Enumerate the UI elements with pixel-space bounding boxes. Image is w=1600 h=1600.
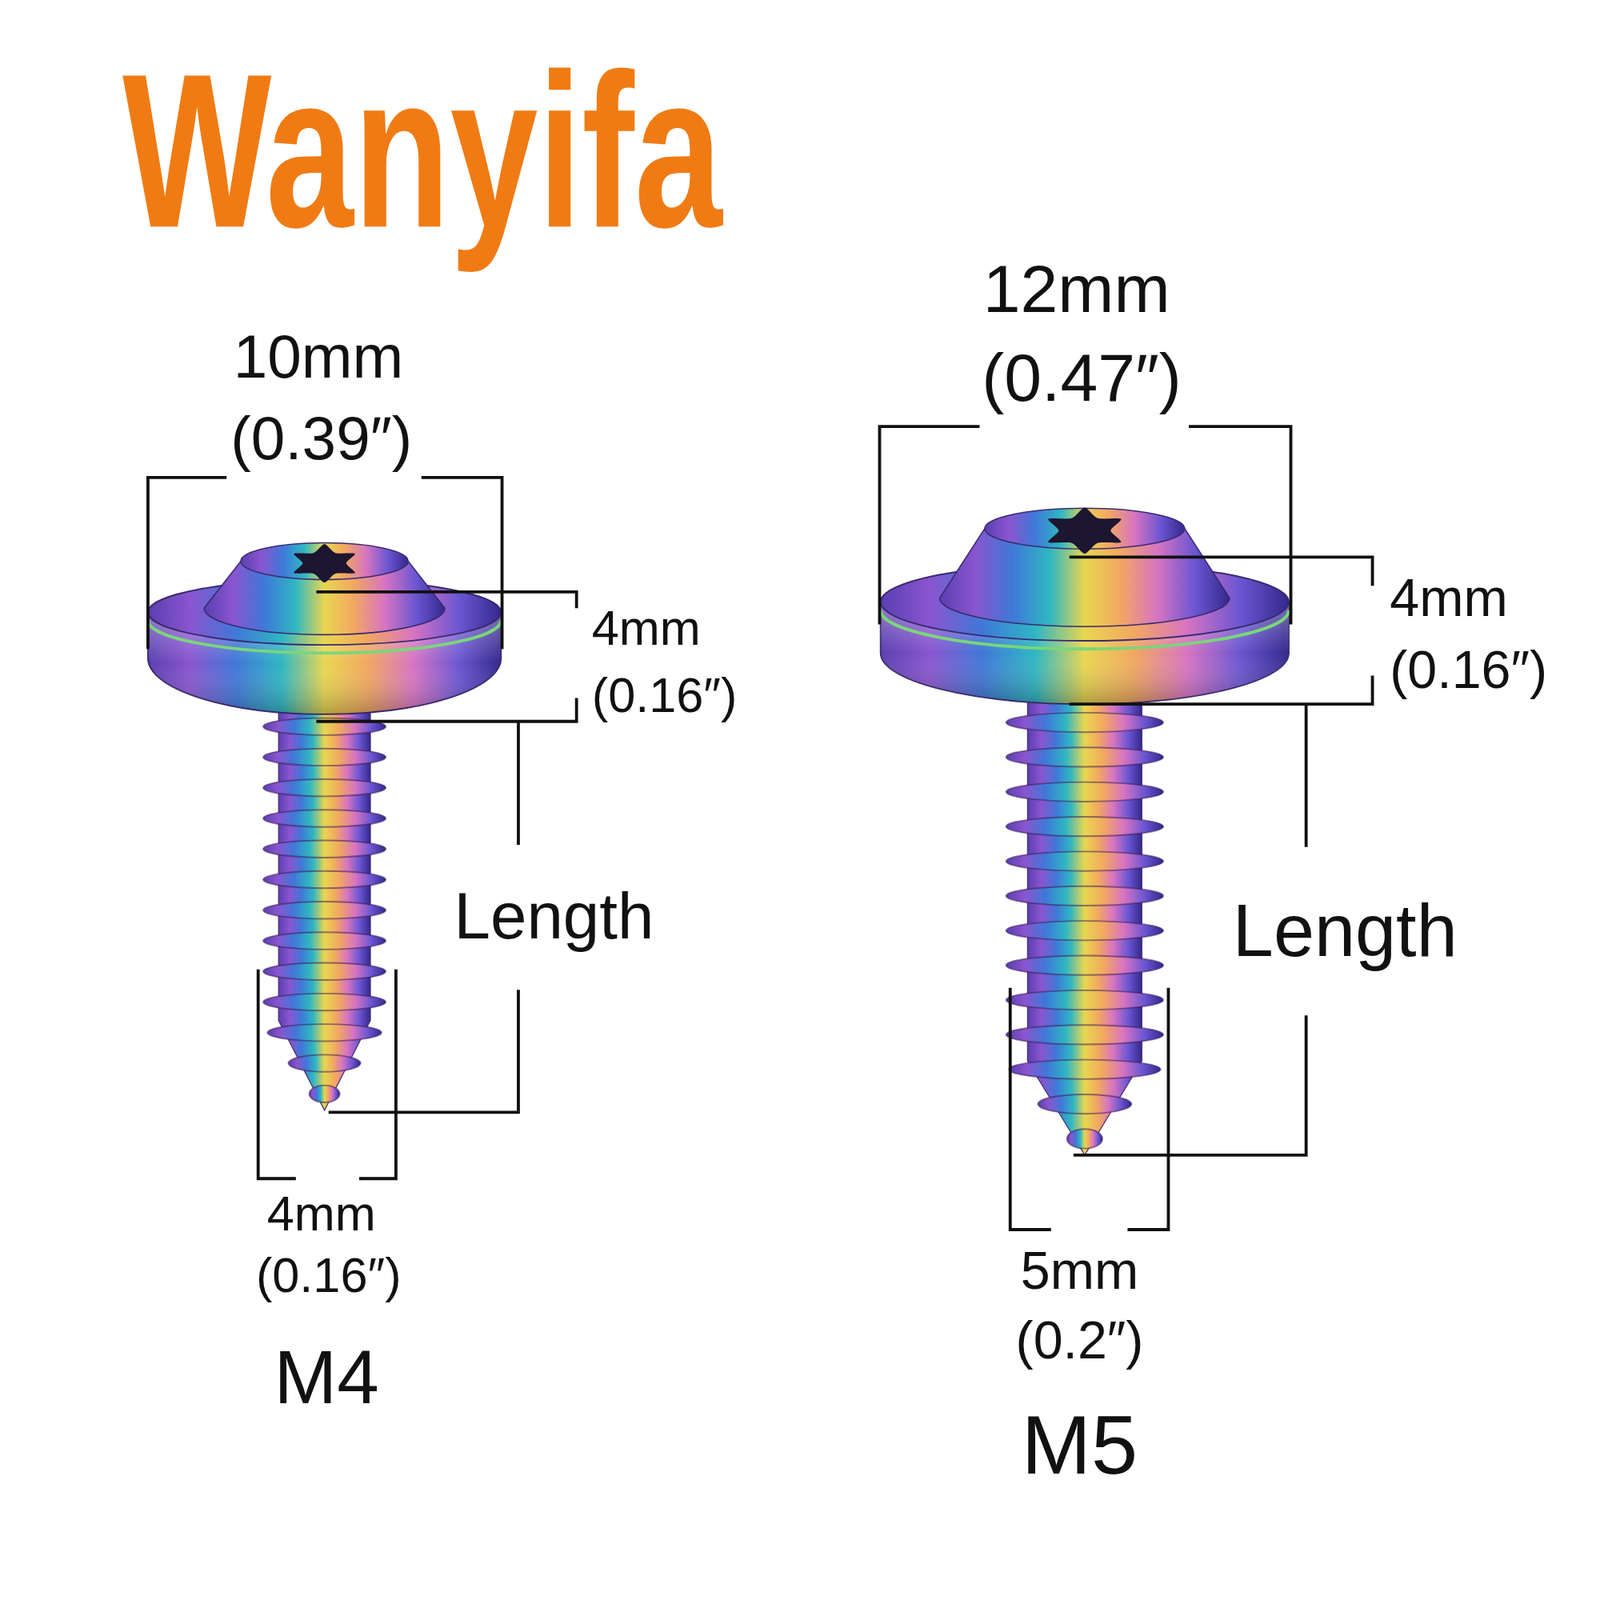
dimension-value: (0.16″) [1389, 643, 1548, 696]
screw-thread [288, 1054, 361, 1072]
screw-thread [309, 1085, 340, 1103]
screw-thread [263, 840, 386, 858]
brand-title: Wanyifa [122, 40, 723, 260]
screw-thread [1006, 920, 1164, 940]
size-label: M5 [1021, 1403, 1138, 1488]
dimension-value: (0.2″) [1016, 1313, 1144, 1367]
size-label: M4 [274, 1340, 380, 1416]
dimension-bracket [328, 989, 519, 1112]
dimension-value: (0.16″) [592, 671, 738, 720]
screw-thread [263, 932, 386, 949]
screw-thread [1006, 747, 1164, 767]
dimension-bracket [1069, 556, 1373, 586]
dimension-value: (0.47″) [981, 344, 1182, 412]
dimension-name: Length [454, 884, 655, 950]
screw-thread [263, 809, 386, 827]
screw-thread [263, 871, 386, 888]
dimension-bracket [1304, 704, 1308, 848]
torx-socket [293, 544, 355, 583]
dimension-bracket [1069, 675, 1373, 704]
screw-thread [1006, 990, 1164, 1010]
dimension-bracket [516, 721, 520, 845]
screw-thread [1037, 1094, 1132, 1114]
dimension-bracket [316, 697, 576, 721]
dimension-value: (0.39″) [230, 408, 412, 470]
screw-thread [1006, 955, 1164, 975]
dimension-name: Length [1232, 893, 1458, 968]
dimension-value: 4mm [267, 1189, 376, 1239]
dimension-bracket [1010, 988, 1052, 1230]
screw-illustrations [148, 507, 1289, 1155]
screw [880, 507, 1289, 1155]
screw-thread [263, 963, 386, 980]
screw-thread [1006, 816, 1164, 836]
screw-thread [1006, 712, 1164, 732]
dimension-value: 12mm [983, 255, 1171, 323]
screw [148, 543, 501, 1111]
dimension-value: 4mm [592, 604, 701, 653]
screw-thread [267, 1024, 381, 1041]
dimension-value: 4mm [1389, 571, 1508, 624]
screw-thread [1006, 851, 1164, 871]
screw-thread [263, 901, 386, 919]
dimension-value: 10mm [233, 326, 404, 388]
screw-thread [263, 748, 386, 766]
dimension-lines [148, 426, 1373, 1230]
dimension-bracket [148, 477, 227, 649]
dimension-bracket [316, 592, 576, 608]
dimension-bracket [359, 969, 396, 1179]
dimension-bracket [1188, 426, 1292, 624]
screw-thread [1006, 1024, 1164, 1044]
dimension-bracket [1073, 1015, 1307, 1156]
screw-thread [1006, 782, 1164, 802]
dimension-value: 5mm [1020, 1244, 1139, 1297]
dimension-bracket [879, 426, 980, 624]
screw-thread [263, 993, 386, 1011]
screw-thread [1067, 1128, 1103, 1148]
dimension-bracket [1127, 988, 1168, 1230]
screw-thread [1006, 886, 1164, 906]
dimension-bracket [258, 969, 296, 1179]
screw-thread [263, 779, 386, 796]
dimension-value: (0.16″) [256, 1251, 402, 1300]
screw-thread [1008, 1060, 1161, 1080]
torx-socket [1048, 507, 1121, 554]
dimension-bracket [421, 477, 503, 649]
